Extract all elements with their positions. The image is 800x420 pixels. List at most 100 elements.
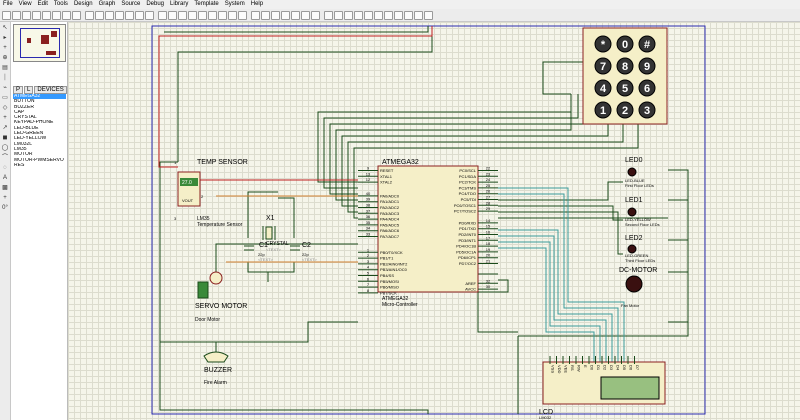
toolbar-button[interactable] (115, 10, 124, 20)
toolbar-button[interactable] (334, 10, 343, 20)
toolbar-button[interactable] (414, 10, 423, 20)
toolbar-button[interactable] (248, 11, 250, 20)
toolbar-button[interactable] (168, 10, 177, 20)
tool-icon[interactable]: ◼ (2, 135, 8, 141)
toolbar-button[interactable] (178, 10, 187, 20)
menu-edit[interactable]: Edit (37, 1, 48, 7)
menu-system[interactable]: System (224, 1, 245, 7)
toolbar-button[interactable] (155, 11, 157, 20)
toolbar-button[interactable] (135, 10, 144, 20)
toolbar-button[interactable] (251, 10, 260, 20)
toolbar-button[interactable] (354, 10, 363, 20)
menu-library[interactable]: Library (170, 1, 189, 7)
device-list-item[interactable]: LED-BLUE (14, 125, 39, 131)
device-list-item[interactable]: KEYPAD-PHONE (14, 120, 54, 126)
menu-help[interactable]: Help (250, 1, 264, 7)
device-list-item[interactable]: LED-YELLOW (14, 136, 47, 142)
toolbar-button[interactable] (22, 10, 31, 20)
mcu-pin-number: 27 (486, 195, 491, 200)
tool-icon[interactable]: + (3, 195, 7, 201)
device-list-item[interactable]: MOTOR (14, 152, 33, 158)
tool-icon[interactable]: ⏐ (3, 75, 7, 81)
toolbar-button[interactable] (95, 10, 104, 20)
toolbar-button[interactable] (2, 10, 11, 20)
menu-view[interactable]: View (18, 1, 32, 7)
tool-icon[interactable]: ⌒ (1, 155, 8, 161)
toolbar-button[interactable] (42, 10, 51, 20)
toolbar-button[interactable] (238, 10, 247, 20)
toolbar-button[interactable] (374, 10, 383, 20)
toolbar-button[interactable] (188, 10, 197, 20)
toolbar-button[interactable] (158, 10, 167, 20)
tool-icon[interactable]: + (3, 45, 7, 51)
tool-icon[interactable]: ↖ (2, 25, 8, 31)
lcd-pin-label: VSS (551, 365, 556, 373)
keypad-key-label: 5 (622, 83, 628, 95)
toolbar-button[interactable] (218, 10, 227, 20)
toolbar-button[interactable] (394, 10, 403, 20)
tool-icon[interactable]: ▤ (2, 65, 8, 71)
toolbar-button[interactable] (291, 10, 300, 20)
tool-icon[interactable]: ⌁ (3, 85, 7, 91)
toolbar-button[interactable] (62, 10, 71, 20)
device-list-item[interactable]: BUTTON (14, 99, 35, 105)
tool-icon[interactable]: ◌ (3, 165, 7, 171)
crystal-text: <TEXT> (266, 247, 282, 252)
device-list-item[interactable]: RES (14, 162, 25, 168)
device-list-item[interactable]: CAP (14, 109, 25, 115)
device-list-item[interactable]: CRYSTAL (14, 115, 37, 121)
menu-design[interactable]: Design (73, 1, 93, 7)
device-list-item[interactable]: ATMEGA32 (13, 94, 66, 100)
toolbar-button[interactable] (12, 10, 21, 20)
menu-file[interactable]: File (3, 1, 13, 7)
tool-icon[interactable]: A (2, 175, 7, 181)
toolbar-button[interactable] (324, 10, 333, 20)
menu-source[interactable]: Source (121, 1, 141, 7)
toolbar-button[interactable] (82, 11, 84, 20)
toolbar-button[interactable] (85, 10, 94, 20)
tool-icon[interactable]: ▭ (2, 95, 8, 101)
tab-p[interactable]: P (13, 86, 24, 94)
device-list-item[interactable]: LED-GREEN (14, 131, 44, 137)
device-list-item[interactable]: LM35 (14, 146, 27, 152)
tool-icon[interactable]: ▸ (3, 35, 7, 41)
overview-window[interactable] (13, 24, 66, 62)
toolbar-button[interactable] (228, 10, 237, 20)
toolbar-button[interactable] (125, 10, 134, 20)
mcu-pin-name: PA2/ADC2 (380, 205, 400, 210)
toolbar-button[interactable] (311, 10, 320, 20)
toolbar-button[interactable] (145, 10, 154, 20)
toolbar-button[interactable] (32, 10, 41, 20)
tool-icon[interactable]: ↗ (2, 125, 8, 131)
toolbar-button[interactable] (344, 10, 353, 20)
toolbar-button[interactable] (384, 10, 393, 20)
tool-icon[interactable]: ▩ (2, 185, 8, 191)
toolbar-button[interactable] (364, 10, 373, 20)
device-list-item[interactable]: LM032L (14, 141, 33, 147)
tool-icon[interactable]: + (3, 115, 7, 121)
toolbar-button[interactable] (321, 11, 323, 20)
menu-graph[interactable]: Graph (98, 1, 116, 7)
toolbar-button[interactable] (105, 10, 114, 20)
toolbar-button[interactable] (271, 10, 280, 20)
toolbar-button[interactable] (261, 10, 270, 20)
tool-icon[interactable]: ◯ (1, 145, 9, 151)
menu-tools[interactable]: Tools (53, 1, 68, 7)
toolbar-button[interactable] (301, 10, 310, 20)
toolbar-button[interactable] (281, 10, 290, 20)
device-list-item[interactable]: MOTOR-PWMSERVO (14, 157, 64, 163)
tool-icon[interactable]: ⊕ (2, 55, 8, 61)
toolbar-button[interactable] (424, 10, 433, 20)
menu-template[interactable]: Template (194, 1, 219, 7)
tool-icon[interactable]: ◇ (2, 105, 8, 111)
menu-debug[interactable]: Debug (146, 1, 165, 7)
toolbar-button[interactable] (404, 10, 413, 20)
device-list-item[interactable]: BUZZER (14, 104, 34, 110)
tab-devices[interactable]: DEVICES (34, 86, 67, 94)
toolbar-button[interactable] (52, 10, 61, 20)
toolbar-button[interactable] (198, 10, 207, 20)
toolbar-button[interactable] (72, 10, 81, 20)
tab-l[interactable]: L (24, 86, 34, 94)
toolbar-button[interactable] (208, 10, 217, 20)
